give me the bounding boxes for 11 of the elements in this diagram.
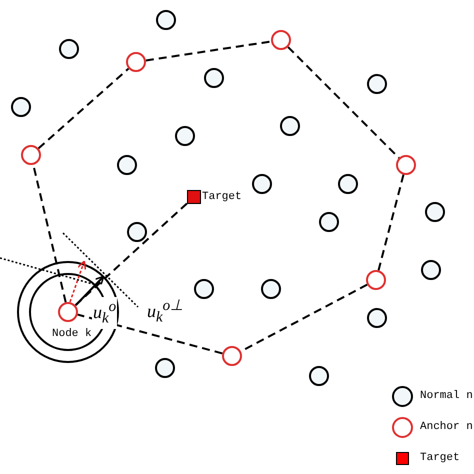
node-label: Target	[202, 191, 242, 203]
node-label: Node k	[52, 328, 92, 340]
dashed-link	[146, 40, 272, 62]
dashed-link	[74, 200, 190, 306]
dashed-link	[287, 46, 400, 159]
dashed-link	[378, 174, 404, 271]
dashed-link	[77, 314, 223, 354]
legend-label: Target	[420, 452, 460, 464]
legend-label: Normal n	[420, 390, 473, 402]
legend-label: Anchor n	[420, 421, 473, 433]
dashed-link	[38, 68, 130, 150]
